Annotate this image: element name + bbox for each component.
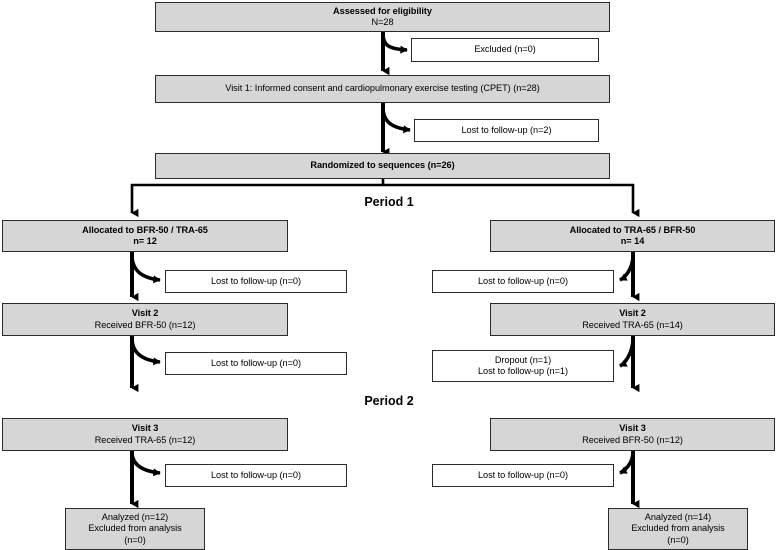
dropout-right-line-1: Dropout (n=1): [494, 354, 552, 365]
assessed-line-2: N=28: [371, 17, 394, 27]
box-lost-left-1: Lost to follow-up (n=0): [165, 270, 347, 293]
dropout-right-line-2: Lost to follow-up (n=1): [477, 366, 568, 376]
lost-left-1-line-1: Lost to follow-up (n=0): [210, 275, 301, 286]
period-1-label: Period 1: [364, 195, 414, 209]
analyzed-left-line-3: (n=0): [124, 534, 146, 545]
lost-right-1-line-1: Lost to follow-up (n=0): [477, 275, 568, 286]
visit2-right-line-1: Visit 2: [619, 308, 646, 319]
lost-left-2-line-1: Lost to follow-up (n=0): [210, 357, 301, 368]
alloc-left-line-2: n= 12: [133, 236, 157, 246]
box-analyzed-left: Analyzed (n=12) Excluded from analysis (…: [65, 508, 205, 550]
analyzed-right-line-3: (n=0): [667, 534, 689, 545]
box-dropout-right: Dropout (n=1) Lost to follow-up (n=1): [432, 350, 614, 382]
assessed-line-1: Assessed for eligibility: [333, 5, 432, 16]
lost-right-3-line-1: Lost to follow-up (n=0): [477, 469, 568, 480]
visit2-left-line-1: Visit 2: [131, 308, 159, 319]
alloc-left-line-1: Allocated to BFR-50 / TRA-65: [82, 224, 208, 235]
analyzed-right-line-1: Analyzed (n=14): [644, 512, 712, 523]
box-visit-2-left: Visit 2 Received BFR-50 (n=12): [2, 303, 288, 336]
alloc-right-line-2: n= 14: [620, 236, 645, 246]
visit2-left-line-2: Received BFR-50 (n=12): [94, 319, 196, 330]
box-lost-left-2: Lost to follow-up (n=0): [165, 352, 347, 375]
box-visit-3-right: Visit 3 Received BFR-50 (n=12): [490, 418, 775, 451]
visit1-line-1: Visit 1: Informed consent and cardiopulm…: [225, 83, 540, 94]
excluded-line-1: Excluded (n=0): [474, 44, 536, 55]
visit3-left-line-2: Received TRA-65 (n=12): [94, 434, 196, 445]
analyzed-left-line-1: Analyzed (n=12): [101, 512, 169, 523]
lost-after-visit1-line-1: Lost to follow-up (n=2): [461, 124, 552, 135]
visit3-left-line-1: Visit 3: [131, 423, 159, 434]
box-lost-right-1: Lost to follow-up (n=0): [432, 270, 614, 293]
period-2-label: Period 2: [364, 394, 414, 408]
analyzed-right-line-2: Excluded from analysis: [631, 523, 725, 534]
box-lost-left-3: Lost to follow-up (n=0): [165, 464, 347, 487]
visit2-right-line-2: Received TRA-65 (n=14): [582, 319, 683, 330]
box-allocated-left: Allocated to BFR-50 / TRA-65 n= 12: [2, 220, 288, 252]
box-assessed-for-eligibility: Assessed for eligibility N=28: [155, 2, 610, 32]
box-lost-right-3: Lost to follow-up (n=0): [432, 464, 614, 487]
box-visit-1: Visit 1: Informed consent and cardiopulm…: [155, 75, 610, 103]
randomized-line-1: Randomized to sequences (n=26): [310, 160, 455, 171]
lost-left-3-line-1: Lost to follow-up (n=0): [210, 469, 301, 480]
box-allocated-right: Allocated to TRA-65 / BFR-50 n= 14: [490, 220, 775, 252]
box-lost-after-visit-1: Lost to follow-up (n=2): [414, 119, 599, 142]
analyzed-left-line-2: Excluded from analysis: [88, 523, 182, 534]
visit3-right-line-1: Visit 3: [619, 423, 646, 434]
alloc-right-line-1: Allocated to TRA-65 / BFR-50: [569, 224, 696, 235]
box-randomized: Randomized to sequences (n=26): [155, 153, 610, 179]
box-visit-2-right: Visit 2 Received TRA-65 (n=14): [490, 303, 775, 336]
box-excluded: Excluded (n=0): [411, 38, 599, 62]
visit3-right-line-2: Received BFR-50 (n=12): [582, 434, 683, 445]
box-analyzed-right: Analyzed (n=14) Excluded from analysis (…: [608, 508, 748, 550]
box-visit-3-left: Visit 3 Received TRA-65 (n=12): [2, 418, 288, 451]
